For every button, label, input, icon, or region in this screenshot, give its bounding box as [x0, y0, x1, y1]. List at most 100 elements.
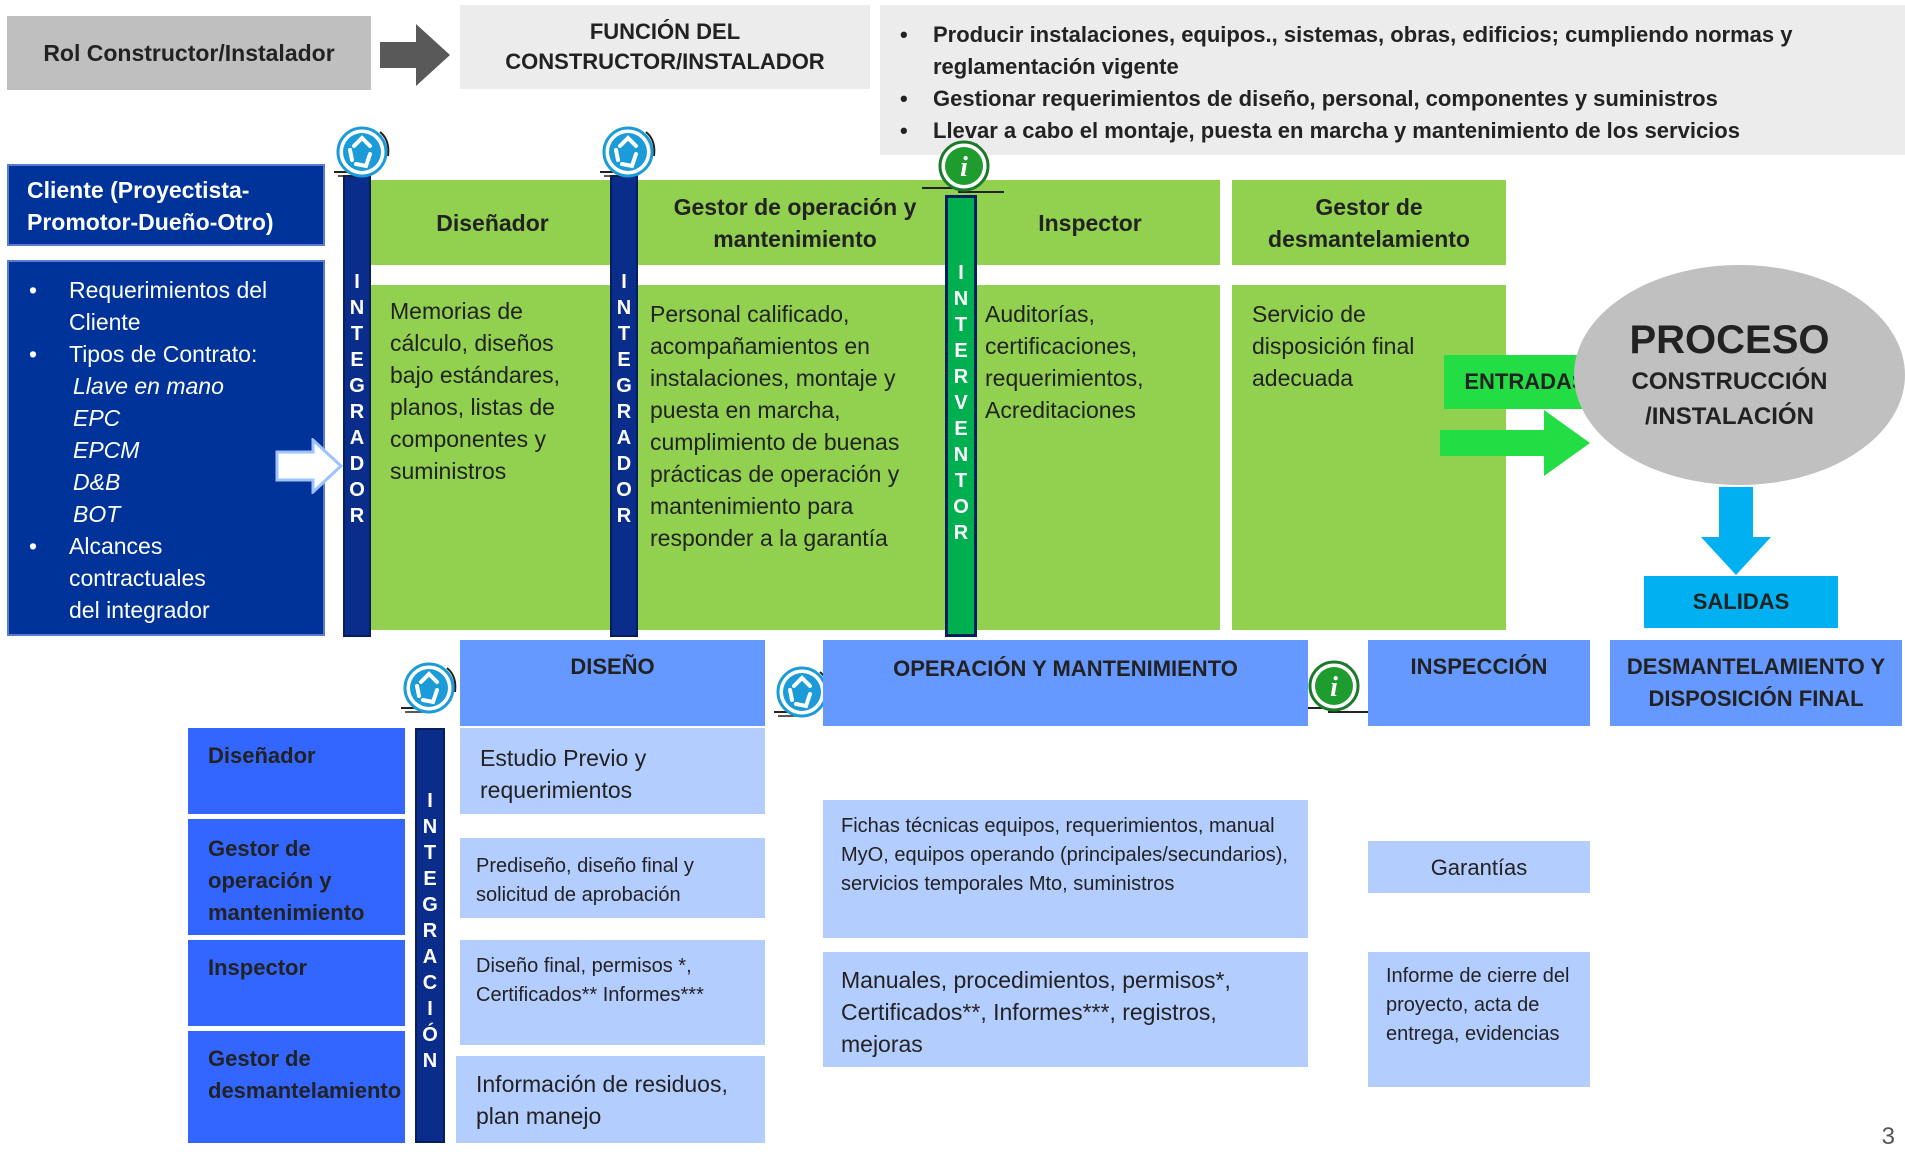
function-bullet: •Producir instalaciones, equipos., siste…	[900, 22, 1793, 79]
vertical-letter: N	[422, 816, 438, 838]
vertical-letter: I	[621, 271, 627, 293]
client-item: BOT	[73, 501, 121, 527]
page-number: 3	[1881, 1123, 1895, 1150]
vertical-letter: T	[350, 323, 364, 345]
vertical-letter: I	[354, 271, 360, 293]
recycle-icon	[395, 660, 465, 722]
role-body-inspector: Auditorías, certificaciones, requerimien…	[985, 301, 1144, 423]
om-cell: Manuales, procedimientos, permisos*, Cer…	[823, 952, 1308, 1067]
recycle-icon	[328, 124, 398, 186]
matrix-role-decommission: Gestor de desmantelamiento	[188, 1031, 405, 1143]
vertical-letter: Ó	[422, 1024, 438, 1046]
vertical-letter: R	[422, 920, 438, 942]
role-body-om: Personal calificado, acompañamientos en …	[650, 301, 900, 551]
design-cell: Prediseño, diseño final y solicitud de a…	[460, 838, 765, 918]
vertical-letter: A	[349, 427, 365, 449]
vertical-letter: R	[953, 366, 969, 388]
role-header-divider	[370, 265, 1506, 285]
vertical-letter: T	[617, 323, 631, 345]
role-header-om: Gestor de operación y mantenimiento	[673, 194, 917, 252]
vertical-letter: T	[954, 314, 968, 336]
role-header-decommission: Gestor de desmantelamiento	[1268, 194, 1470, 252]
info-icon: i	[1290, 658, 1376, 720]
role-column-divider	[1220, 180, 1232, 630]
vertical-letter: C	[422, 972, 438, 994]
vertical-letter: G	[349, 375, 365, 397]
client-title: Cliente (Proyectista-Promotor-Dueño-Otro…	[7, 164, 325, 246]
vertical-letter: E	[954, 418, 968, 440]
vertical-letter: T	[954, 470, 968, 492]
vertical-letter: O	[953, 496, 969, 518]
matrix-role-designer: Diseñador	[188, 728, 405, 814]
vertical-letter: I	[427, 998, 433, 1020]
role-area-inspector	[960, 180, 1220, 630]
vertical-letter: I	[958, 262, 964, 284]
design-cell: Diseño final, permisos *, Certificados**…	[460, 940, 765, 1045]
design-cell: Información de residuos, plan manejo	[456, 1056, 765, 1143]
function-bullet: •Gestionar requerimientos de diseño, per…	[900, 86, 1718, 111]
om-cell: Fichas técnicas equipos, requerimientos,…	[823, 800, 1308, 938]
vertical-letter: E	[617, 349, 631, 371]
process-ellipse: PROCESO CONSTRUCCIÓN /INSTALACIÓN	[1574, 265, 1905, 485]
svg-text:i: i	[1330, 672, 1338, 703]
phase-desmantelamiento: DESMANTELAMIENTO Y DISPOSICIÓN FINAL	[1610, 640, 1902, 726]
entradas-arrow-icon	[1440, 410, 1590, 476]
client-item: Llave en mano	[73, 373, 224, 399]
arrow-right-icon	[380, 24, 450, 86]
vertical-letter: V	[954, 392, 968, 414]
client-requirements-box: •Requerimientos del Cliente •Tipos de Co…	[7, 260, 325, 636]
role-body-decommission: Servicio de disposición final adecuada	[1252, 301, 1415, 391]
vertical-letter: N	[953, 288, 969, 310]
salidas-label: SALIDAS	[1644, 576, 1838, 628]
vertical-letter: E	[954, 340, 968, 362]
vertical-letter: N	[616, 297, 632, 319]
recycle-icon	[594, 124, 664, 186]
client-item: D&B	[73, 469, 121, 495]
matrix-role-inspector: Inspector	[188, 940, 405, 1026]
client-item: •Alcances contractuales del integrador	[29, 533, 210, 623]
vertical-letter: I	[427, 790, 433, 812]
vertical-letter: R	[953, 522, 969, 544]
recycle-icon	[768, 664, 838, 726]
role-label: Rol Constructor/Instalador	[7, 16, 371, 90]
process-subtitle: CONSTRUCCIÓN /INSTALACIÓN	[1631, 368, 1828, 430]
role-header-designer: Diseñador	[436, 209, 549, 236]
phase-diseno: DISEÑO	[460, 640, 765, 726]
function-bullet: •Llevar a cabo el montaje, puesta en mar…	[900, 118, 1740, 143]
function-bullets: •Producir instalaciones, equipos., siste…	[880, 5, 1905, 155]
vertical-letter: N	[953, 444, 969, 466]
vertical-letter: D	[616, 453, 632, 475]
role-header-inspector: Inspector	[1038, 209, 1142, 236]
client-item: EPC	[73, 405, 121, 431]
arrow-right-outline-icon	[275, 438, 345, 494]
vertical-letter: R	[616, 401, 632, 423]
function-title: FUNCIÓN DEL CONSTRUCTOR/INSTALADOR	[460, 5, 870, 89]
matrix-role-om: Gestor de operación y mantenimiento	[188, 819, 405, 935]
vertical-letter: D	[349, 453, 365, 475]
process-title: PROCESO	[1629, 318, 1830, 362]
vertical-letter: N	[422, 1050, 438, 1072]
role-body-designer: Memorias de cálculo, diseños bajo estánd…	[390, 298, 561, 484]
vertical-letter: G	[422, 894, 438, 916]
vertical-letter: T	[423, 842, 437, 864]
vertical-letter: A	[422, 946, 438, 968]
inspection-cell: Garantías	[1368, 841, 1590, 893]
vertical-letter: R	[349, 505, 365, 527]
vertical-letter: O	[349, 479, 365, 501]
vertical-letter: N	[349, 297, 365, 319]
phase-inspeccion: INSPECCIÓN	[1368, 640, 1590, 726]
vertical-letter: A	[616, 427, 632, 449]
vertical-letter: G	[616, 375, 632, 397]
client-item: •Tipos de Contrato:	[29, 341, 258, 367]
vertical-letter: O	[616, 479, 632, 501]
salidas-arrow-icon	[1701, 487, 1771, 575]
svg-text:i: i	[960, 152, 968, 183]
